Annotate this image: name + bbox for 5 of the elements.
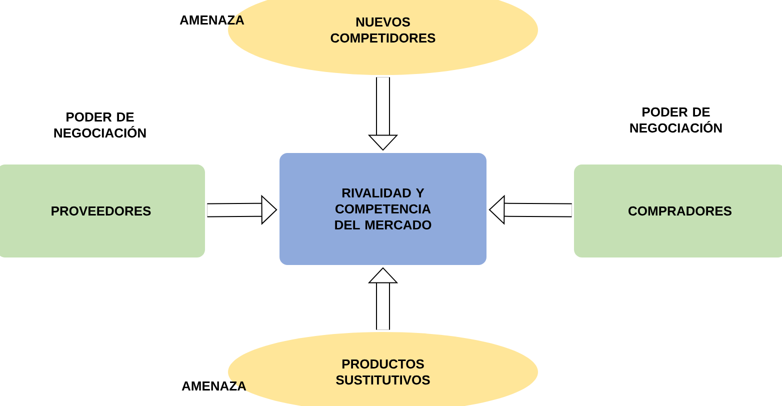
rounded-box: COMPRADORES xyxy=(574,164,782,258)
side-label: PODER DE NEGOCIACIÓN xyxy=(630,107,722,133)
side-label: PODER DE NEGOCIACIÓN xyxy=(54,112,146,138)
rounded-box: PROVEEDORES xyxy=(0,164,205,258)
rounded-box: RIVALIDAD Y COMPETENCIA DEL MERCADO xyxy=(280,153,486,265)
